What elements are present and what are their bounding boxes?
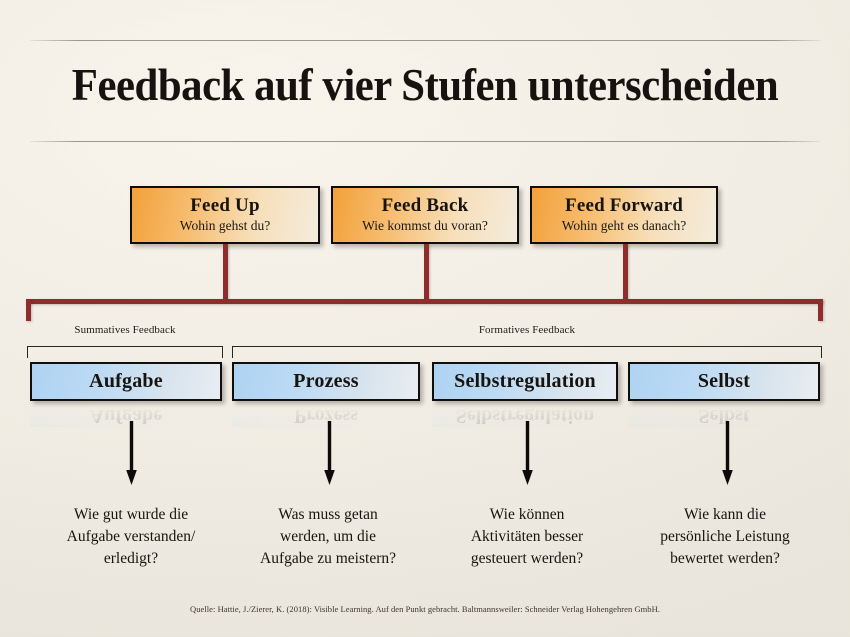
title-rule-top: [30, 40, 820, 41]
level-box-title: Selbstregulation: [454, 370, 596, 392]
down-arrow-icon: [722, 421, 733, 485]
feed-box-subtitle: Wie kommst du voran?: [362, 218, 488, 234]
question-text-aufgabe: Wie gut wurde die Aufgabe verstanden/ er…: [22, 504, 240, 570]
question-line: werden, um die: [280, 528, 376, 545]
level-box-selbst[interactable]: Selbst: [628, 362, 820, 401]
group-bracket-summative: [27, 346, 223, 358]
down-arrow-icon: [522, 421, 533, 485]
question-text-prozess: Was muss getan werden, um die Aufgabe zu…: [228, 504, 428, 570]
feed-box-title: Feed Up: [190, 195, 260, 217]
question-line: Wie können: [489, 506, 565, 523]
connector-vertical-feed-up: [223, 244, 228, 301]
connector-vertical-feed-back: [424, 244, 429, 301]
question-line: Was muss getan: [278, 506, 378, 523]
question-text-selbstregulation: Wie können Aktivitäten besser gesteuert …: [432, 504, 622, 570]
question-line: Wie kann die: [683, 506, 766, 523]
question-line: Wie gut wurde die: [73, 506, 189, 523]
feed-box-feed-back[interactable]: Feed Back Wie kommst du voran?: [331, 186, 519, 244]
down-arrow-icon: [324, 421, 335, 485]
feed-box-title: Feed Forward: [565, 195, 683, 217]
connector-horizontal-bar: [26, 299, 823, 304]
question-line: bewertet werden?: [670, 550, 780, 567]
question-line: Aktivitäten besser: [470, 528, 584, 545]
page-title: Feedback auf vier Stufen unterscheiden: [71, 59, 779, 110]
group-label-summative: Summatives Feedback: [74, 324, 176, 336]
level-box-prozess[interactable]: Prozess: [232, 362, 420, 401]
feed-box-title: Feed Back: [381, 195, 469, 217]
connector-vertical-feed-forward: [623, 244, 628, 301]
source-citation: Quelle: Hattie, J./Zierer, K. (2018): Vi…: [190, 604, 660, 614]
level-box-title: Selbst: [697, 370, 751, 392]
level-box-title: Prozess: [293, 370, 359, 392]
level-box-selbstregulation[interactable]: Selbstregulation: [432, 362, 618, 401]
question-line: persönliche Leistung: [660, 528, 790, 545]
group-bracket-formative: [232, 346, 822, 358]
level-box-aufgabe[interactable]: Aufgabe: [30, 362, 222, 401]
feed-box-feed-forward[interactable]: Feed Forward Wohin geht es danach?: [530, 186, 718, 244]
connector-stub-left: [26, 299, 31, 321]
title-rule-bottom: [30, 141, 820, 142]
question-line: gesteuert werden?: [470, 550, 584, 567]
question-line: Aufgabe verstanden/: [66, 528, 196, 545]
feed-box-feed-up[interactable]: Feed Up Wohin gehst du?: [130, 186, 320, 244]
level-box-title: Aufgabe: [89, 370, 163, 392]
group-label-formative: Formatives Feedback: [478, 324, 576, 336]
down-arrow-icon: [126, 421, 137, 485]
question-line: Aufgabe zu meistern?: [260, 550, 396, 567]
question-line: erledigt?: [103, 550, 159, 567]
feed-box-subtitle: Wohin geht es danach?: [561, 218, 687, 234]
question-text-selbst: Wie kann die persönliche Leistung bewert…: [628, 504, 822, 570]
feed-box-subtitle: Wohin gehst du?: [179, 218, 271, 234]
connector-stub-right: [818, 299, 823, 321]
